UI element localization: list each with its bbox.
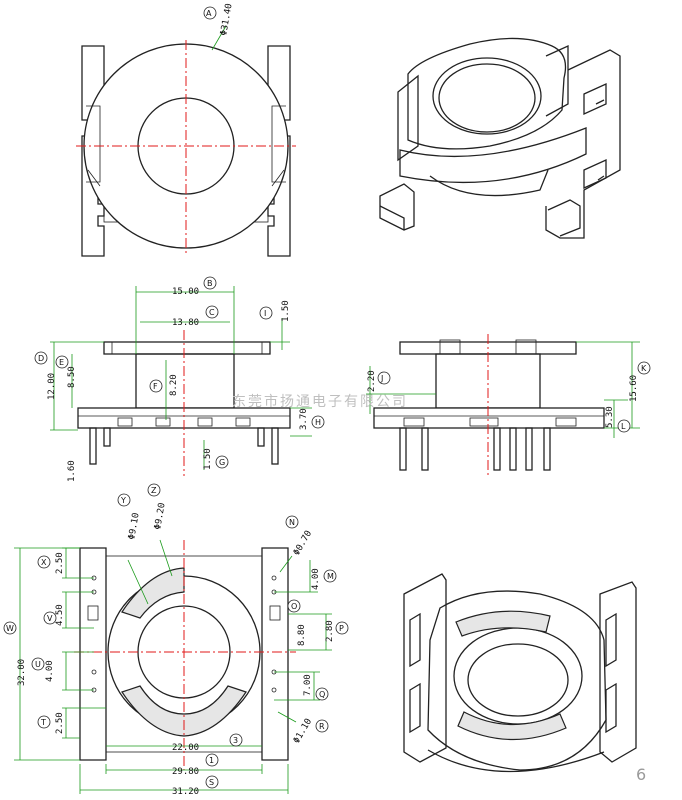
callout-letter-u: U: [35, 660, 41, 669]
dimension-3: 22.00: [172, 743, 199, 753]
dimension-m: 4.00: [311, 568, 321, 590]
dimension-o: 8.80: [297, 624, 307, 646]
dimension-z: Φ9.20: [153, 502, 168, 530]
dimension-1: 29.80: [172, 767, 199, 777]
callout-letter-g: G: [219, 458, 225, 467]
callout-letter-e: E: [59, 358, 64, 367]
dimension-pin-length: 1.60: [67, 460, 77, 482]
callout-letter-3: 3: [233, 736, 238, 745]
dimension-c: 13.80: [172, 318, 199, 328]
company-watermark: 东莞市扬通电子有限公司: [232, 393, 408, 410]
callout-letter-x: X: [41, 558, 47, 567]
callout-letter-m: M: [327, 572, 334, 581]
callout-letter-s: S: [209, 778, 214, 787]
callout-letter-d: D: [38, 354, 44, 363]
callout-letter-y: Y: [120, 496, 126, 505]
dimension-d: 12.00: [47, 373, 57, 400]
dimension-q: 7.00: [303, 674, 313, 696]
dimension-v: 4.50: [55, 604, 65, 626]
callout-letter-p: P: [339, 624, 344, 633]
callout-bubble: [203, 6, 217, 20]
dimension-u: 4.00: [45, 660, 55, 682]
dimension-t: 2.50: [55, 712, 65, 734]
callout-letter-r: R: [319, 722, 325, 731]
page-number: 6: [636, 765, 646, 784]
dimension-n: Φ0.70: [292, 529, 314, 557]
callout-letter-k: K: [641, 364, 647, 373]
callout-letter-f: F: [153, 382, 158, 391]
dimension-a: Φ31.40: [219, 3, 234, 37]
dimension-i: 1.50: [281, 300, 291, 322]
dimension-l: 5.30: [605, 406, 615, 428]
dimension-e: 8.50: [67, 366, 77, 388]
callout-letter-j: J: [380, 374, 383, 383]
dimension-y: Φ9.10: [127, 512, 142, 540]
callout-letter-t: T: [40, 718, 46, 727]
dimension-b: 15.00: [172, 287, 199, 297]
dimension-k: 15.60: [629, 375, 639, 402]
callout-letter-w: W: [6, 624, 14, 633]
dimension-w: 32.00: [17, 659, 27, 686]
dimension-p: 2.80: [325, 620, 335, 642]
callout-letter-n: N: [289, 518, 295, 527]
callout-letter-z: Z: [151, 486, 157, 495]
callout-letter-b: B: [207, 279, 213, 288]
bottom-view: Y Φ9.10 Z Φ9.20 N Φ0.70 X 2.50 M 4.00 V …: [3, 483, 349, 797]
callout-letter-h: H: [315, 418, 321, 427]
isometric-view-bottom: [403, 573, 637, 773]
callout-letter-o: O: [291, 602, 297, 611]
callout-letter-l: L: [621, 422, 626, 431]
callout-letter-c: C: [209, 308, 215, 317]
callout-letter-1: 1: [209, 756, 214, 765]
side-view: J 2.20 K 15.60 L 5.30: [366, 334, 651, 476]
top-view: A Φ31.40: [76, 3, 296, 257]
front-view: 15.00 B 13.80 C I 1.50 D 12.00 E 8.50 F …: [34, 276, 325, 482]
dimension-j: 2.20: [367, 370, 377, 392]
callout-letter-a: A: [206, 9, 212, 18]
dimension-x: 2.50: [55, 552, 65, 574]
dimension-g: 1.50: [203, 448, 213, 470]
callout-letter-v: V: [47, 614, 53, 623]
callout-letter-q: Q: [319, 690, 325, 699]
dimension-f: 8.20: [169, 374, 179, 396]
callout-letter-i: I: [264, 309, 266, 318]
dimension-h: 3.70: [299, 408, 309, 430]
dimension-s: 31.20: [172, 787, 199, 797]
isometric-view-top: [379, 37, 621, 239]
